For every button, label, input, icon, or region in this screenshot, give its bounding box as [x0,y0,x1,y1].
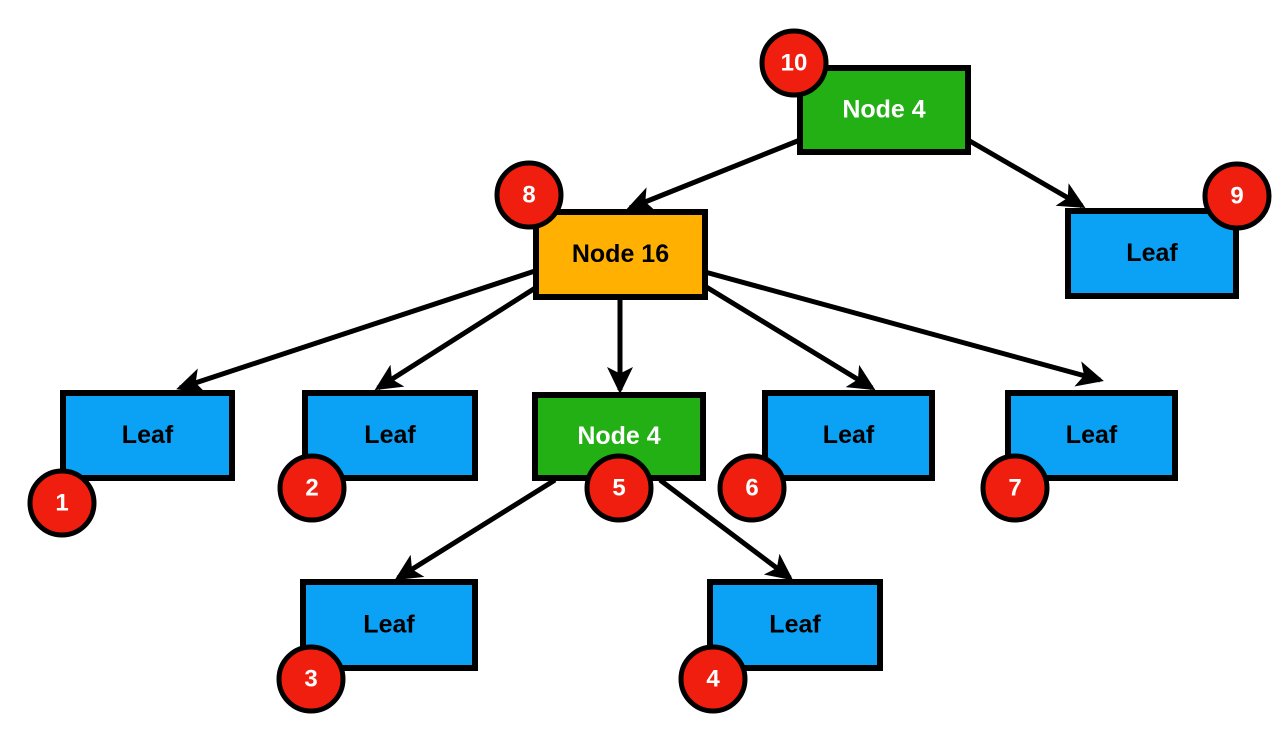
badge-label-4: 4 [706,665,720,692]
badge-label-5: 5 [612,474,625,501]
node-label-3: Leaf [363,611,415,639]
badge-label-9: 9 [1230,182,1243,209]
badge-2[interactable]: 2 [277,453,347,523]
node-box-9[interactable] [1065,208,1239,299]
node-label-10: Node 4 [842,96,925,124]
node-6[interactable]: Leaf [762,390,935,481]
edge-n10-to-n9 [966,137,1086,209]
badge-label-2: 2 [305,474,318,501]
badge-label-7: 7 [1008,474,1021,501]
badge-label-3: 3 [304,665,317,692]
badge-4[interactable]: 4 [678,644,748,714]
badge-circle-3[interactable] [276,644,346,714]
badge-circle-8[interactable] [494,160,564,230]
node-box-6[interactable] [762,390,935,481]
node-4[interactable]: Leaf [707,579,883,671]
badge-circle-6[interactable] [717,453,787,523]
badge-6[interactable]: 6 [717,453,787,523]
badge-8[interactable]: 8 [494,160,564,230]
badges-layer: 10 8 9 1 2 5 6 7 3 4 [27,28,1272,714]
badge-5[interactable]: 5 [584,453,654,523]
node-box-10[interactable] [797,65,971,155]
edge-n8-to-n1 [176,267,539,394]
edge-n8-to-n6 [701,282,876,391]
node-label-6: Leaf [823,421,875,449]
badge-1[interactable]: 1 [27,468,97,538]
node-8[interactable]: Node 16 [533,209,708,300]
badge-circle-5[interactable] [584,453,654,523]
badge-7[interactable]: 7 [980,453,1050,523]
badge-circle-10[interactable] [759,28,829,98]
badge-label-10: 10 [781,49,808,76]
badge-circle-4[interactable] [678,644,748,714]
node-box-1[interactable] [60,390,235,481]
edge-n8-to-n7 [704,269,1104,387]
node-box-8[interactable] [533,209,708,300]
node-10[interactable]: Node 4 [797,65,971,155]
badge-circle-7[interactable] [980,453,1050,523]
badge-circle-1[interactable] [27,468,97,538]
node-label-1: Leaf [122,421,174,449]
node-label-8: Node 16 [572,240,669,268]
badge-label-6: 6 [745,474,758,501]
badge-9[interactable]: 9 [1202,161,1272,231]
node-label-5: Node 4 [577,422,660,450]
badge-label-8: 8 [522,181,535,208]
badge-10[interactable]: 10 [759,28,829,98]
badge-label-1: 1 [55,489,68,516]
edge-n5-to-n3 [394,477,557,581]
edges-layer [176,137,1104,581]
node-label-7: Leaf [1066,421,1118,449]
node-1[interactable]: Leaf [60,390,235,481]
node-box-4[interactable] [707,579,883,671]
edge-n5-to-n4 [658,478,794,581]
edge-n8-to-n2 [374,282,542,391]
edge-n10-to-n8 [626,137,801,212]
node-label-2: Leaf [364,421,416,449]
node-label-9: Leaf [1126,239,1178,267]
badge-circle-9[interactable] [1202,161,1272,231]
node-9[interactable]: Leaf [1065,208,1239,299]
badge-3[interactable]: 3 [276,644,346,714]
node-label-4: Leaf [769,611,821,639]
badge-circle-2[interactable] [277,453,347,523]
